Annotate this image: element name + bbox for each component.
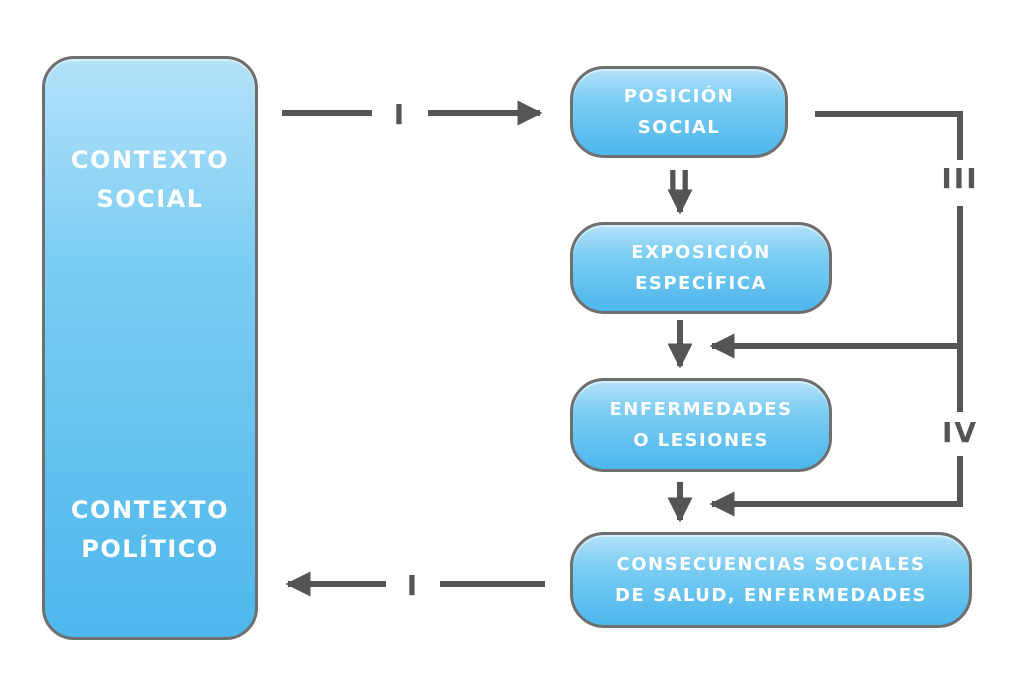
arrow-label-iv: IV <box>942 416 978 449</box>
arrow-context-to-posicion: I <box>282 98 543 131</box>
posicion-social-line-1: POSICIÓN <box>623 86 735 107</box>
posicion-social-line-2: SOCIAL <box>637 117 721 138</box>
exposicion-line-1: EXPOSICIÓN <box>631 242 771 263</box>
context-box: CONTEXTO SOCIAL CONTEXTO POLÍTICO <box>42 56 258 640</box>
contexto-social-line-2: SOCIAL <box>96 185 204 213</box>
right-loop-connector: III IV <box>709 111 978 517</box>
arrow-label-top-i: I <box>394 98 406 131</box>
arrow-label-ii: II <box>668 164 693 197</box>
consecuencias-line-2: DE SALUD, ENFERMEDADES <box>615 585 927 606</box>
enfermedades-line-2: O LESIONES <box>633 430 769 451</box>
exposicion-line-2: ESPECÍFICA <box>635 273 767 294</box>
node-posicion-social: POSICIÓN SOCIAL <box>570 66 788 158</box>
arrow-posicion-to-exposicion: II <box>667 164 693 215</box>
contexto-politico-line-2: POLÍTICO <box>81 535 219 563</box>
consecuencias-line-1: CONSECUENCIAS SOCIALES <box>616 554 926 575</box>
node-enfermedades-lesiones: ENFERMEDADES O LESIONES <box>570 378 832 472</box>
node-exposicion-especifica: EXPOSICIÓN ESPECÍFICA <box>570 222 832 314</box>
node-consecuencias-sociales: CONSECUENCIAS SOCIALES DE SALUD, ENFERME… <box>570 532 972 628</box>
arrow-label-bottom-i: I <box>407 569 419 602</box>
enfermedades-line-1: ENFERMEDADES <box>609 399 793 420</box>
contexto-politico-label: CONTEXTO POLÍTICO <box>45 491 255 569</box>
arrow-label-iii: III <box>941 162 978 195</box>
arrow-consecuencias-to-context: I <box>285 569 545 602</box>
contexto-social-label: CONTEXTO SOCIAL <box>45 141 255 219</box>
contexto-social-line-1: CONTEXTO <box>70 146 230 174</box>
contexto-politico-line-1: CONTEXTO <box>70 496 230 524</box>
